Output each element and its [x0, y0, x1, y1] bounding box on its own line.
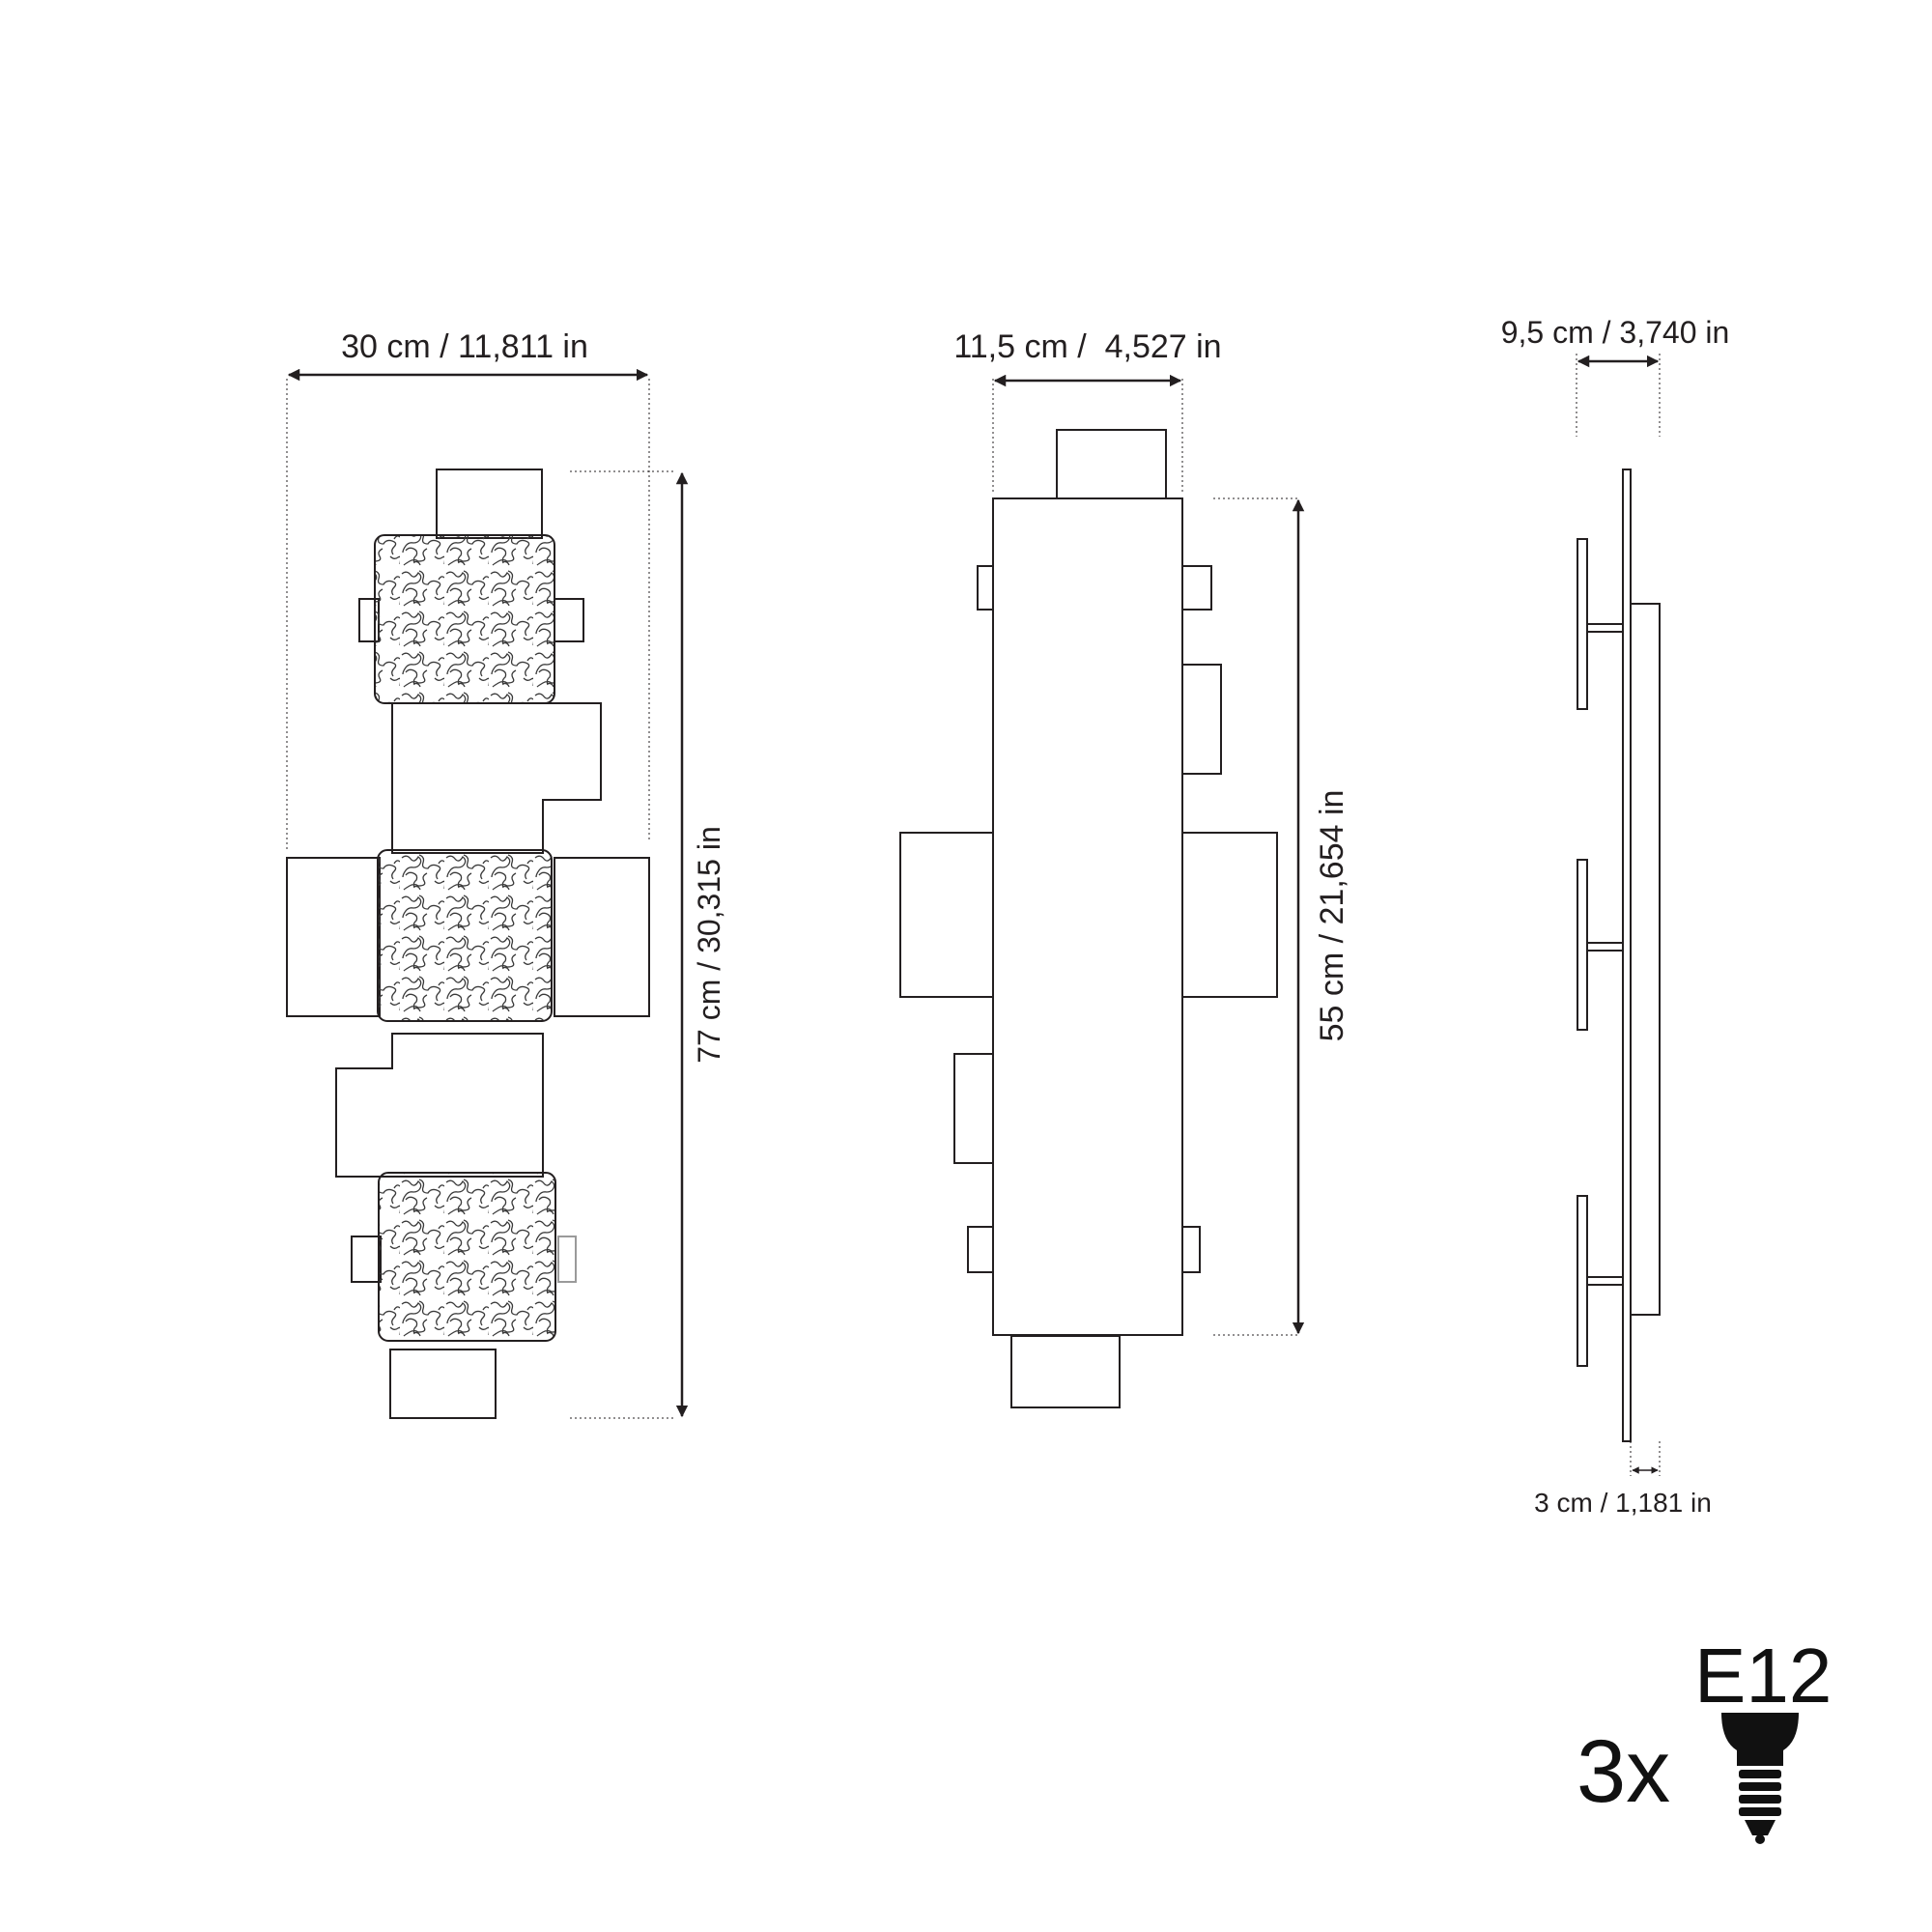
front-shade-top: [374, 534, 555, 704]
side-back-box: [1630, 603, 1661, 1316]
front-backplate-lower: [335, 1033, 544, 1178]
front-view: [286, 368, 689, 1419]
side-depth-label: 9,5 cm / 3,740 in: [1501, 315, 1730, 350]
back-height-label: 55 cm / 21,654 in: [1314, 790, 1350, 1042]
back-tab: [967, 1226, 994, 1273]
front-shade-middle: [377, 849, 553, 1022]
front-tab: [554, 598, 584, 642]
back-wing: [899, 832, 994, 998]
side-arm: [1586, 942, 1624, 952]
front-tab: [351, 1236, 382, 1283]
light-bulb-icon: [1721, 1713, 1799, 1844]
back-cap-top: [1056, 429, 1167, 500]
side-shade: [1577, 859, 1588, 1031]
front-wing-left: [286, 857, 381, 1017]
bulb-socket: E12: [1694, 1633, 1832, 1719]
back-tab: [953, 1053, 994, 1164]
front-backplate-upper: [391, 702, 602, 854]
front-cap-bottom: [389, 1349, 497, 1419]
bulb-quantity: 3x: [1577, 1722, 1670, 1821]
front-cap-top: [436, 469, 543, 539]
side-plate-label: 3 cm / 1,181 in: [1534, 1488, 1712, 1518]
back-width-label: 11,5 cm / 4,527 in: [953, 328, 1221, 365]
front-height-label: 77 cm / 30,315 in: [692, 826, 726, 1063]
front-extension-lines: [286, 379, 676, 1419]
side-shade: [1577, 538, 1588, 710]
front-wing-right: [554, 857, 650, 1017]
back-wing: [1181, 832, 1278, 998]
front-width-label: 30 cm / 11,811 in: [341, 328, 588, 365]
front-shade-bottom: [378, 1172, 556, 1342]
back-cap-bottom: [1010, 1335, 1121, 1408]
back-body: [992, 497, 1183, 1336]
back-tab: [1181, 664, 1222, 775]
back-tab: [977, 565, 994, 611]
back-tab: [1181, 565, 1212, 611]
side-extension-lines: [1576, 354, 1661, 1476]
back-tab: [1181, 1226, 1201, 1273]
front-tab: [557, 1236, 577, 1283]
back-extension-lines: [992, 379, 1300, 1336]
side-view: [1576, 354, 1661, 1476]
side-wall-plate: [1622, 469, 1632, 1442]
back-view: [899, 374, 1305, 1408]
side-arm: [1586, 623, 1624, 633]
side-arm: [1586, 1276, 1624, 1286]
side-shade: [1577, 1195, 1588, 1367]
